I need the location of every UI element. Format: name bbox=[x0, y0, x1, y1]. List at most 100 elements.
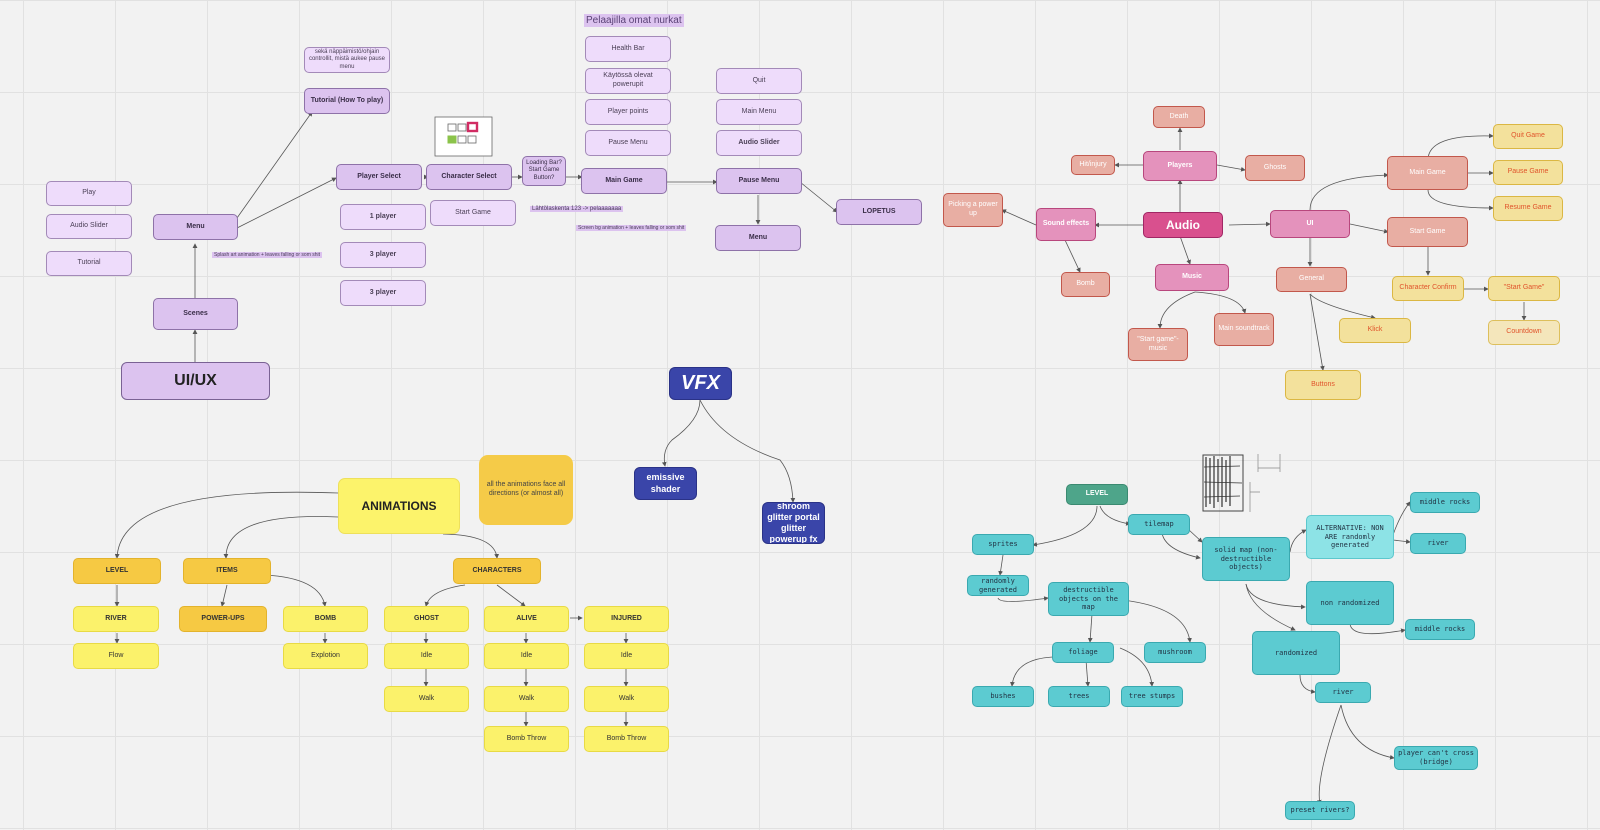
sound-effects-node[interactable]: Sound effects bbox=[1036, 208, 1096, 241]
lopetus-node[interactable]: LOPETUS bbox=[836, 199, 922, 225]
injured-idle-node[interactable]: Idle bbox=[584, 643, 669, 669]
character-sketch bbox=[434, 116, 493, 157]
player-option-2[interactable]: 3 player bbox=[340, 242, 426, 268]
anim-items-node[interactable]: ITEMS bbox=[183, 558, 271, 584]
menu-node[interactable]: Menu bbox=[153, 214, 238, 240]
health-bar-node[interactable]: Health Bar bbox=[585, 36, 671, 62]
alternative-node[interactable]: ALTERNATIVE: NON ARE randomly generated bbox=[1306, 515, 1394, 559]
klick-node[interactable]: Klick bbox=[1339, 318, 1411, 343]
tilemap-node[interactable]: tilemap bbox=[1128, 514, 1190, 535]
pause-audio-slider-node[interactable]: Audio Slider bbox=[716, 130, 802, 156]
ghost-walk-node[interactable]: Walk bbox=[384, 686, 469, 712]
anim-river-node[interactable]: RIVER bbox=[73, 606, 159, 632]
river-node-2[interactable]: river bbox=[1315, 682, 1371, 703]
main-game-node[interactable]: Main Game bbox=[581, 168, 667, 194]
anim-flow-node[interactable]: Flow bbox=[73, 643, 159, 669]
bushes-node[interactable]: bushes bbox=[972, 686, 1034, 707]
character-confirm-node[interactable]: Character Confirm bbox=[1392, 276, 1464, 301]
screen-note: Screen bg animation + leaves falling or … bbox=[576, 225, 687, 231]
scenes-node[interactable]: Scenes bbox=[153, 298, 238, 330]
alive-bomb-throw-node[interactable]: Bomb Throw bbox=[484, 726, 569, 752]
randomized-node[interactable]: randomized bbox=[1252, 631, 1340, 675]
player-option-1[interactable]: 1 player bbox=[340, 204, 426, 230]
shroom-glitter-node[interactable]: shroom glitter portal glitter powerup fx bbox=[762, 502, 825, 544]
anim-powerups-node[interactable]: POWER-UPS bbox=[179, 606, 267, 632]
main-menu-node[interactable]: Main Menu bbox=[716, 99, 802, 125]
player-option-3[interactable]: 3 player bbox=[340, 280, 426, 306]
animations-title[interactable]: ANIMATIONS bbox=[338, 478, 460, 534]
anim-characters-node[interactable]: CHARACTERS bbox=[453, 558, 541, 584]
audio-slider-node[interactable]: Audio Slider bbox=[46, 214, 132, 239]
character-select-node[interactable]: Character Select bbox=[426, 164, 512, 190]
anim-injured-node[interactable]: INJURED bbox=[584, 606, 669, 632]
level-sketch bbox=[1202, 454, 1281, 512]
river-node-1[interactable]: river bbox=[1410, 533, 1466, 554]
anim-alive-node[interactable]: ALIVE bbox=[484, 606, 569, 632]
tree-stumps-node[interactable]: tree stumps bbox=[1121, 686, 1183, 707]
start-game-sound-node[interactable]: Start Game bbox=[1387, 217, 1468, 247]
anim-bomb-node[interactable]: BOMB bbox=[283, 606, 368, 632]
player-points-node[interactable]: Player points bbox=[585, 99, 671, 125]
powerups-node[interactable]: Käytössä olevat powerupit bbox=[585, 68, 671, 94]
corners-title: Pelaajilla omat nurkat bbox=[584, 14, 684, 27]
alive-walk-node[interactable]: Walk bbox=[484, 686, 569, 712]
injured-bomb-throw-node[interactable]: Bomb Throw bbox=[584, 726, 669, 752]
death-node[interactable]: Death bbox=[1153, 106, 1205, 128]
injured-walk-node[interactable]: Walk bbox=[584, 686, 669, 712]
tutorial-note: sekä näppäimistö/ohjain controllit, mist… bbox=[304, 47, 390, 73]
corner-pause-menu-node[interactable]: Pause Menu bbox=[585, 130, 671, 156]
buttons-node[interactable]: Buttons bbox=[1285, 370, 1361, 400]
play-node[interactable]: Play bbox=[46, 181, 132, 206]
anim-level-node[interactable]: LEVEL bbox=[73, 558, 161, 584]
pause-menu-node[interactable]: Pause Menu bbox=[716, 168, 802, 194]
randomly-generated-node[interactable]: randomly generated bbox=[967, 575, 1029, 596]
animations-note: all the animations face all directions (… bbox=[479, 455, 573, 525]
ghost-idle-node[interactable]: Idle bbox=[384, 643, 469, 669]
menu2-node[interactable]: Menu bbox=[715, 225, 801, 251]
start-music-node[interactable]: "Start game"- music bbox=[1128, 328, 1188, 361]
bomb-sound-node[interactable]: Bomb bbox=[1061, 272, 1110, 297]
powerup-sound-node[interactable]: Picking a power up bbox=[943, 193, 1003, 227]
start-game-node[interactable]: Start Game bbox=[430, 200, 516, 226]
player-select-node[interactable]: Player Select bbox=[336, 164, 422, 190]
middle-rocks-node-2[interactable]: middle rocks bbox=[1405, 619, 1475, 640]
general-node[interactable]: General bbox=[1276, 267, 1347, 292]
bridge-node[interactable]: player can't cross (bridge) bbox=[1394, 746, 1478, 770]
ghosts-node[interactable]: Ghosts bbox=[1245, 155, 1305, 181]
audio-title[interactable]: Audio bbox=[1143, 212, 1223, 238]
countdown-node[interactable]: Countdown bbox=[1488, 320, 1560, 345]
destructible-node[interactable]: destructible objects on the map bbox=[1048, 582, 1129, 616]
tutorial-node[interactable]: Tutorial bbox=[46, 251, 132, 276]
main-soundtrack-node[interactable]: Main soundtrack bbox=[1214, 313, 1274, 346]
pause-game-sound-node[interactable]: Pause Game bbox=[1493, 160, 1563, 185]
players-node[interactable]: Players bbox=[1143, 151, 1217, 181]
music-node[interactable]: Music bbox=[1155, 264, 1229, 291]
foliage-node[interactable]: foliage bbox=[1052, 642, 1114, 663]
main-game-sound-node[interactable]: Main Game bbox=[1387, 156, 1468, 190]
start-game-quote-node[interactable]: "Start Game" bbox=[1488, 276, 1560, 301]
level-title[interactable]: LEVEL bbox=[1066, 484, 1128, 505]
preset-rivers-node[interactable]: preset rivers? bbox=[1285, 801, 1355, 820]
anim-explotion-node[interactable]: Explotion bbox=[283, 643, 368, 669]
emissive-shader-node[interactable]: emissive shader bbox=[634, 467, 697, 500]
quit-node[interactable]: Quit bbox=[716, 68, 802, 94]
solid-map-node[interactable]: solid map (non-destructible objects) bbox=[1202, 537, 1290, 581]
hit-injury-node[interactable]: Hit/injury bbox=[1071, 155, 1115, 175]
sprites-node[interactable]: sprites bbox=[972, 534, 1034, 555]
loading-node[interactable]: Loading Bar? Start Game Button? bbox=[522, 156, 566, 186]
trees-node[interactable]: trees bbox=[1048, 686, 1110, 707]
vfx-title[interactable]: VFX bbox=[669, 367, 732, 400]
alive-idle-node[interactable]: Idle bbox=[484, 643, 569, 669]
resume-game-sound-node[interactable]: Resume Game bbox=[1493, 196, 1563, 221]
quit-game-sound-node[interactable]: Quit Game bbox=[1493, 124, 1563, 149]
countdown-note: Lähtölaskenta 123 -> pelaaaaaaa bbox=[530, 206, 624, 212]
uiux-title[interactable]: UI/UX bbox=[121, 362, 270, 400]
mushroom-node[interactable]: mushroom bbox=[1144, 642, 1206, 663]
middle-rocks-node-1[interactable]: middle rocks bbox=[1410, 492, 1480, 513]
ui-sound-node[interactable]: UI bbox=[1270, 210, 1350, 238]
tutorial-howto-node[interactable]: Tutorial (How To play) bbox=[304, 88, 390, 114]
anim-ghost-node[interactable]: GHOST bbox=[384, 606, 469, 632]
non-randomized-node[interactable]: non randomized bbox=[1306, 581, 1394, 625]
